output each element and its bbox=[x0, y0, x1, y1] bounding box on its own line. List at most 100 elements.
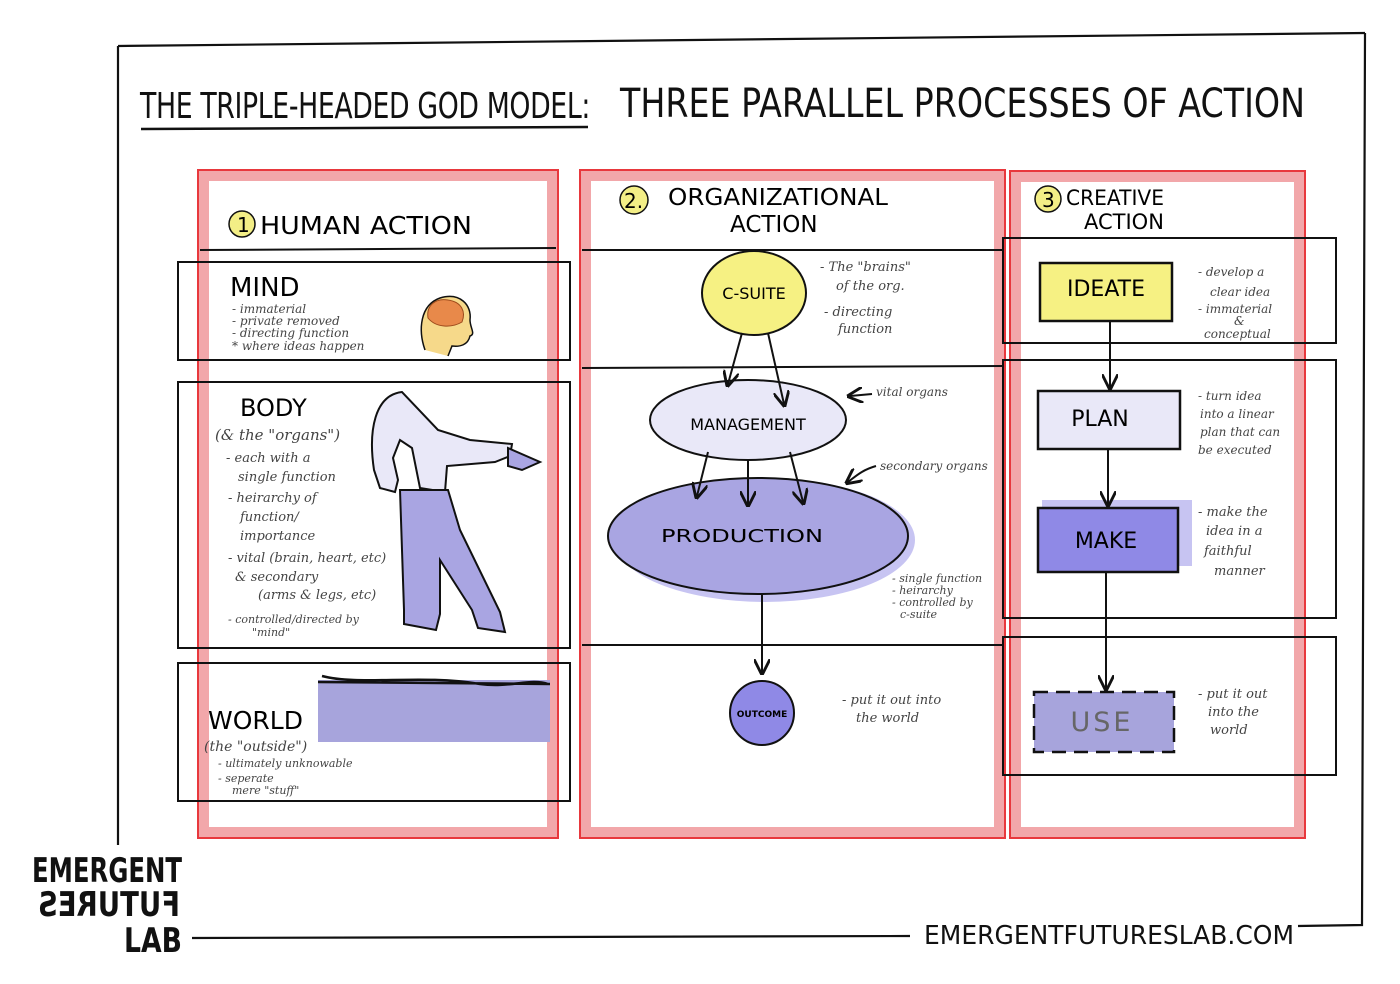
column-organizational-action: 2. ORGANIZATIONAL ACTION C-SUITE MANAGEM… bbox=[579, 169, 1006, 839]
body-notes: - each with a single function - heirarch… bbox=[226, 451, 386, 639]
use-band bbox=[1002, 636, 1337, 776]
outcome-notes: - put it out into the world bbox=[842, 693, 941, 726]
step-plan-label: PLAN bbox=[1071, 407, 1129, 432]
svg-text:"mind": "mind" bbox=[252, 626, 290, 639]
node-production bbox=[607, 477, 909, 595]
column-red-outline bbox=[1009, 170, 1306, 839]
svg-text:conceptual: conceptual bbox=[1204, 327, 1271, 341]
svg-text:into the: into the bbox=[1208, 705, 1259, 720]
plan-notes: - turn idea into a linear plan that can … bbox=[1198, 389, 1280, 457]
svg-text:- controlled by: - controlled by bbox=[892, 596, 974, 609]
svg-text:function/: function/ bbox=[239, 510, 300, 525]
svg-text:- ultimately unknowable: - ultimately unknowable bbox=[218, 757, 353, 770]
svg-text:world: world bbox=[1210, 723, 1248, 738]
step-use-label: USE bbox=[1071, 707, 1134, 738]
head-brain-icon bbox=[420, 295, 474, 357]
ideate-notes: - develop a clear idea - immaterial & co… bbox=[1198, 265, 1272, 341]
node-csuite bbox=[701, 250, 807, 336]
column-creative-action: 3 CREATIVE ACTION IDEATE PLAN MAKE USE -… bbox=[1002, 170, 1337, 839]
svg-text:- controlled/directed by: - controlled/directed by bbox=[228, 613, 360, 626]
svg-text:- heirarchy of: - heirarchy of bbox=[228, 491, 319, 506]
svg-text:- private removed: - private removed bbox=[232, 314, 340, 328]
csuite-notes: - The "brains" of the org. - directing f… bbox=[820, 260, 911, 337]
svg-text:the world: the world bbox=[856, 711, 919, 726]
svg-text:- each with a: - each with a bbox=[226, 451, 311, 466]
svg-text:- immaterial: - immaterial bbox=[1198, 302, 1272, 316]
mind-label: MIND bbox=[230, 273, 300, 303]
svg-text:- put it out into: - put it out into bbox=[842, 693, 941, 708]
production-note: secondary organs bbox=[880, 459, 988, 473]
column-red-frame bbox=[579, 169, 1006, 839]
column-number: 2. bbox=[624, 189, 643, 213]
column-header-divider bbox=[199, 247, 557, 251]
mind-notes: - immaterial - private removed - directi… bbox=[232, 302, 364, 353]
column-red-frame bbox=[197, 169, 559, 839]
body-band bbox=[177, 381, 571, 649]
page-title: THE TRIPLE-HEADED GOD MODEL: bbox=[139, 86, 590, 127]
headless-figure bbox=[371, 390, 543, 634]
column-red-outline bbox=[579, 169, 1006, 839]
emergent-futures-lab-logo: EMERGENT FUTURES LAB bbox=[32, 851, 183, 961]
node-outcome-label: OUTCOME bbox=[737, 710, 787, 720]
svg-text:mere "stuff": mere "stuff" bbox=[232, 784, 299, 797]
mind-band bbox=[177, 261, 571, 361]
number-badge bbox=[1034, 185, 1062, 213]
column-title-line2: ACTION bbox=[730, 212, 818, 238]
page-subtitle: THREE PARALLEL PROCESSES OF ACTION bbox=[619, 81, 1305, 127]
column-red-frame bbox=[1009, 170, 1306, 839]
svg-text:- develop a: - develop a bbox=[1198, 265, 1264, 279]
svg-text:& secondary: & secondary bbox=[235, 570, 319, 585]
svg-text:- vital (brain, heart, etc): - vital (brain, heart, etc) bbox=[228, 551, 386, 566]
title-block: THE TRIPLE-HEADED GOD MODEL: THREE PARAL… bbox=[139, 81, 1305, 131]
node-production-label: PRODUCTION bbox=[661, 526, 823, 547]
svg-text:- The "brains": - The "brains" bbox=[820, 260, 911, 275]
node-management-label: MANAGEMENT bbox=[690, 415, 806, 434]
column-red-outline bbox=[197, 169, 559, 839]
svg-text:- heirarchy: - heirarchy bbox=[892, 584, 954, 597]
svg-text:* where ideas happen: * where ideas happen bbox=[232, 339, 364, 353]
body-label: BODY bbox=[240, 394, 307, 422]
column-number: 1 bbox=[237, 213, 250, 237]
step-ideate bbox=[1038, 261, 1174, 323]
world-band bbox=[177, 662, 571, 802]
svg-text:idea in a: idea in a bbox=[1206, 524, 1262, 539]
plan-make-band bbox=[1002, 359, 1337, 619]
node-outcome bbox=[729, 680, 795, 746]
number-badge bbox=[228, 210, 256, 238]
world-label: WORLD bbox=[208, 706, 303, 735]
column-title-line1: ORGANIZATIONAL bbox=[668, 185, 888, 211]
world-ground bbox=[318, 680, 550, 742]
band-divider bbox=[581, 365, 1004, 369]
svg-text:- single function: - single function bbox=[892, 572, 982, 585]
svg-text:(arms & legs, etc): (arms & legs, etc) bbox=[258, 588, 376, 603]
svg-text:into a linear: into a linear bbox=[1200, 407, 1275, 421]
use-notes: - put it out into the world bbox=[1198, 687, 1268, 738]
number-badge bbox=[619, 185, 649, 215]
creative-arrows bbox=[1106, 321, 1110, 688]
svg-text:- seperate: - seperate bbox=[218, 772, 274, 785]
column-human-action: 1 HUMAN ACTION MIND - immaterial - priva… bbox=[177, 169, 571, 839]
footer-url: EMERGENTFUTURESLAB.COM bbox=[924, 921, 1294, 951]
svg-text:- turn idea: - turn idea bbox=[1198, 389, 1261, 403]
svg-text:&: & bbox=[1234, 314, 1245, 328]
svg-text:be executed: be executed bbox=[1198, 443, 1272, 457]
step-ideate-label: IDEATE bbox=[1067, 277, 1145, 302]
column-title: HUMAN ACTION bbox=[260, 211, 472, 240]
svg-text:single function: single function bbox=[238, 470, 336, 485]
svg-text:importance: importance bbox=[240, 529, 315, 544]
svg-text:faithful: faithful bbox=[1203, 544, 1252, 559]
management-note: vital organs bbox=[876, 385, 948, 399]
svg-text:plan that can: plan that can bbox=[1200, 425, 1280, 439]
world-ground-scribble bbox=[317, 674, 551, 687]
org-arrows bbox=[697, 332, 877, 672]
svg-text:manner: manner bbox=[1214, 564, 1266, 579]
title-underline bbox=[140, 125, 589, 131]
ideate-band bbox=[1002, 237, 1337, 344]
svg-text:clear idea: clear idea bbox=[1210, 285, 1270, 299]
logo-line-1: EMERGENT bbox=[32, 851, 183, 891]
svg-text:of the org.: of the org. bbox=[836, 279, 905, 294]
column-title-line1: CREATIVE bbox=[1066, 186, 1164, 210]
step-make bbox=[1036, 506, 1180, 574]
outer-frame bbox=[116, 31, 1367, 940]
